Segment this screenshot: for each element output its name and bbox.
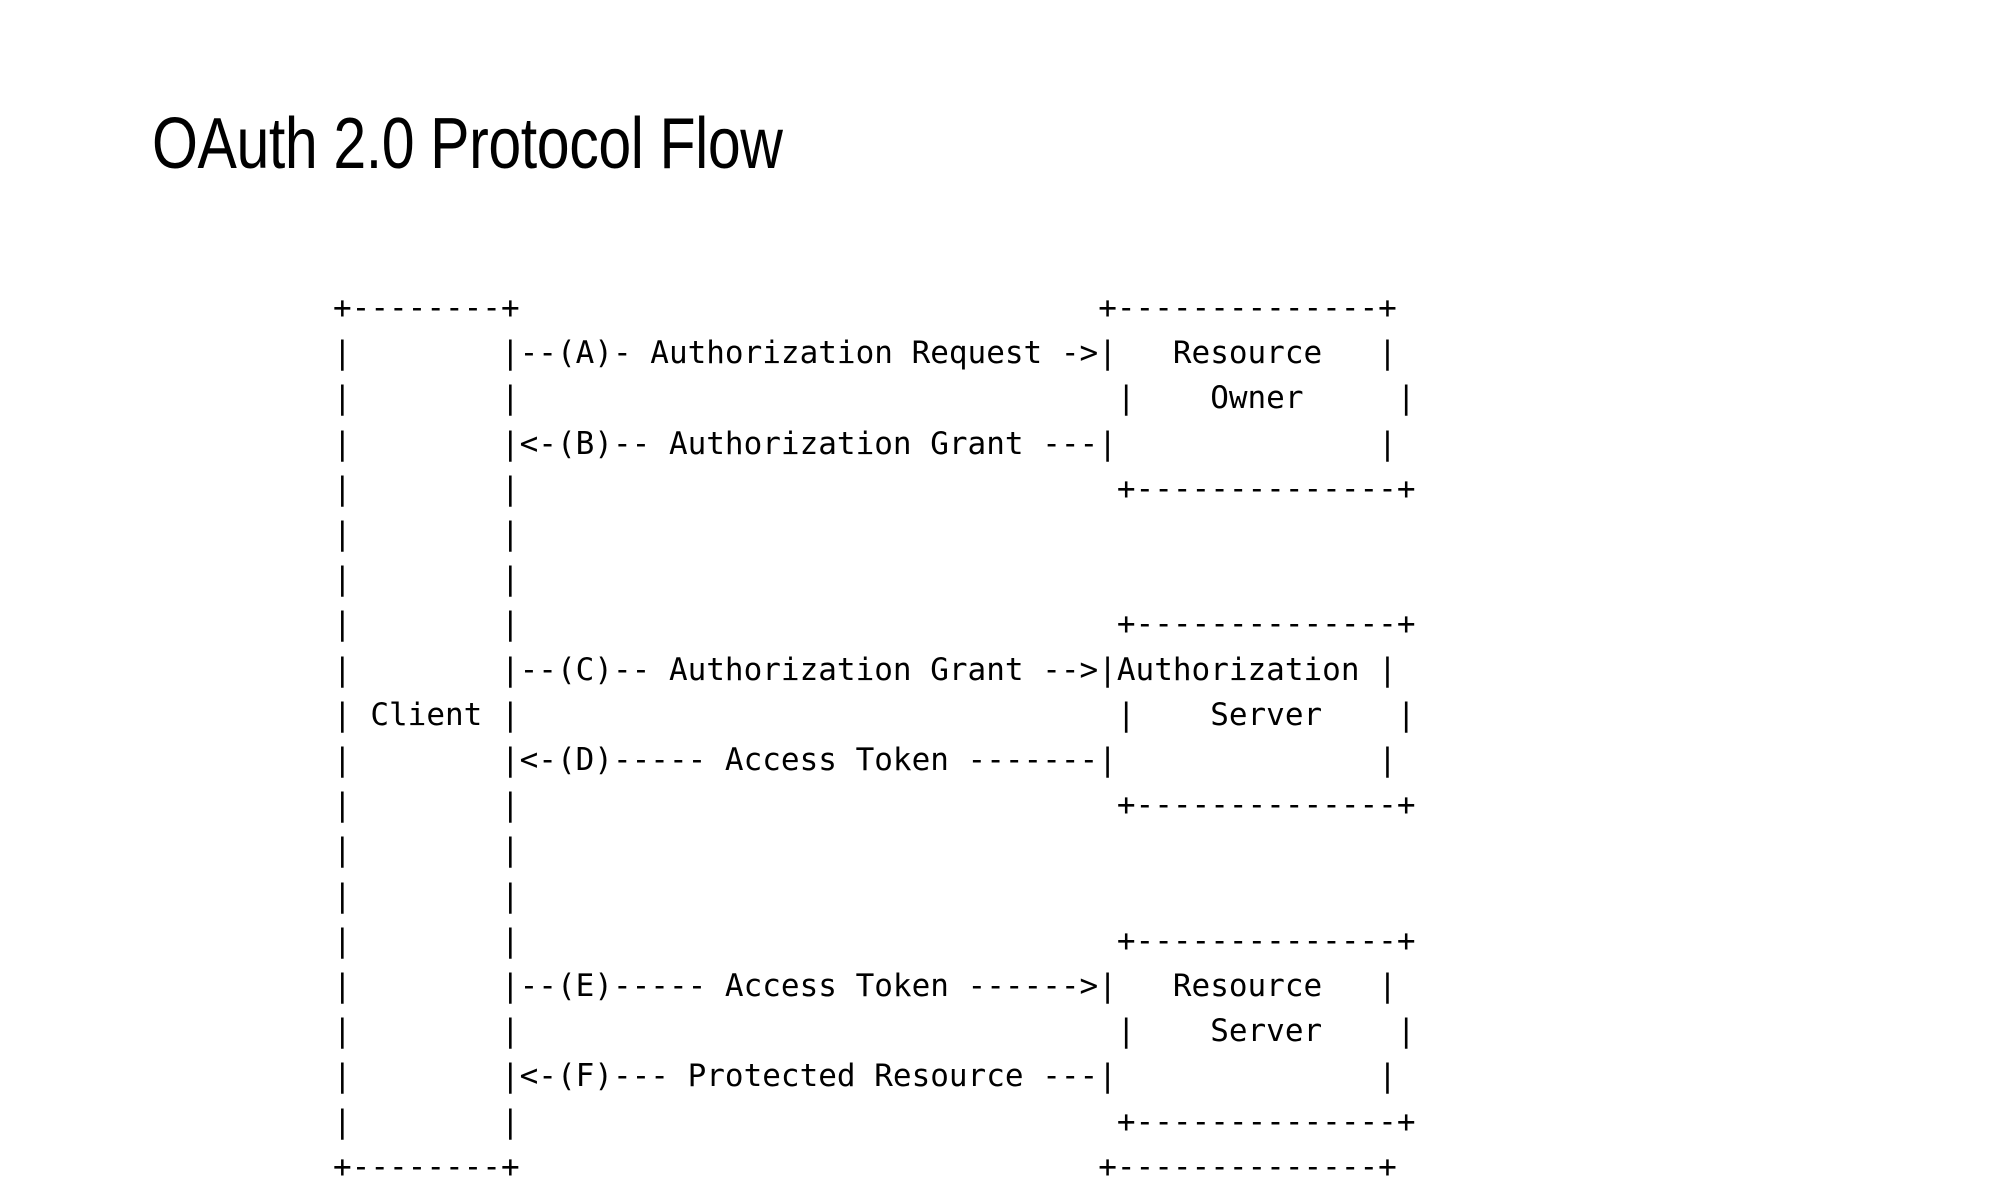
slide-root: OAuth 2.0 Protocol Flow +--------+ +----…: [152, 104, 1416, 1185]
page-title: OAuth 2.0 Protocol Flow: [152, 104, 783, 184]
oauth2-protocol-flow-diagram: +--------+ +--------------+ | |--(A)- Au…: [333, 290, 1416, 1185]
